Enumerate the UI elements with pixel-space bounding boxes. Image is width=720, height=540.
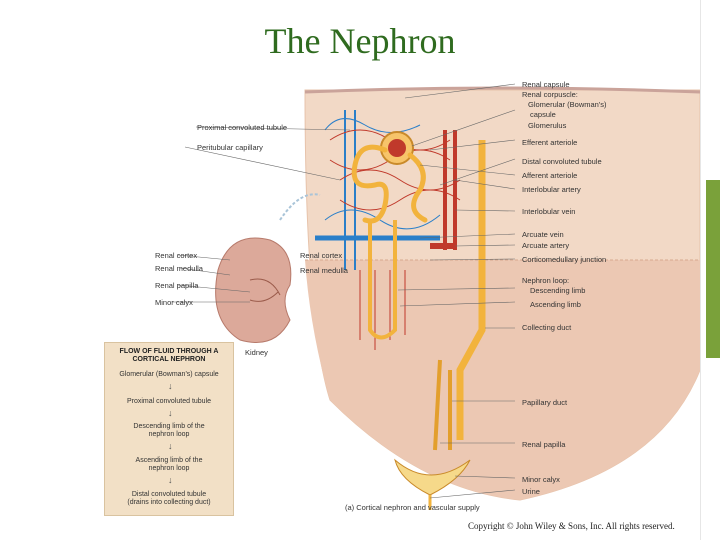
- flow-step-proximal: Proximal convoluted tubule: [126, 398, 212, 405]
- flow-step-descending: Descending limb of the: [133, 423, 205, 430]
- label-urine: Urine: [522, 487, 540, 496]
- label-renal-corpuscle: Renal corpuscle:: [522, 90, 578, 99]
- flow-step-descending-2: nephron loop: [148, 431, 190, 438]
- collecting-duct: [456, 140, 486, 440]
- papillary-duct: [433, 359, 452, 451]
- kidney-icon: [215, 237, 292, 343]
- label-renal-cortex-left: Renal cortex: [155, 251, 198, 260]
- label-renal-medulla-inner: Renal medulla: [300, 266, 348, 275]
- flow-arrow-1: ↓: [168, 381, 173, 391]
- interlobular-vein: [344, 110, 356, 270]
- slide-edge-rule: [700, 0, 701, 540]
- label-descending-limb: Descending limb: [530, 286, 586, 295]
- label-afferent-arteriole: Afferent arteriole: [522, 171, 578, 180]
- label-proximal-tubule: Proximal convoluted tubule: [197, 123, 288, 132]
- interlobular-artery: [443, 130, 457, 250]
- flow-step-distal-2: (drains into collecting duct): [127, 499, 211, 506]
- label-papillary-duct: Papillary duct: [522, 398, 568, 407]
- label-nephron-loop: Nephron loop:: [522, 276, 570, 285]
- label-interlobular-vein: Interlobular vein: [522, 207, 576, 216]
- flow-step-distal: Distal convoluted tubule: [131, 491, 207, 498]
- label-renal-papilla-right: Renal papilla: [522, 440, 566, 449]
- accent-bar: [706, 180, 720, 358]
- label-kidney: Kidney: [245, 348, 268, 357]
- label-renal-medulla-left: Renal medulla: [155, 264, 203, 273]
- nephron-loop-descending: [368, 220, 397, 340]
- flow-title-line2: CORTICAL NEPHRON: [132, 356, 206, 363]
- label-corticomedullary-junction: Corticomedullary junction: [522, 255, 607, 264]
- label-renal-papilla-left: Renal papilla: [155, 281, 199, 290]
- flow-title: FLOW OF FLUID THROUGH A CORTICAL NEPHRON: [105, 348, 233, 364]
- flow-arrow-2: ↓: [168, 408, 173, 418]
- label-arcuate-artery: Arcuate artery: [522, 241, 570, 250]
- medulla-tissue: [305, 260, 700, 500]
- slide-title: The Nephron: [264, 21, 456, 61]
- label-efferent-arteriole: Efferent arteriole: [522, 138, 578, 147]
- flow-title-line1: FLOW OF FLUID THROUGH A: [119, 348, 219, 355]
- label-ascending-limb: Ascending limb: [530, 300, 581, 309]
- label-capsule: capsule: [530, 110, 556, 119]
- label-peritubular-capillary: Peritubular capillary: [197, 143, 263, 152]
- label-renal-capsule: Renal capsule: [522, 80, 570, 89]
- flow-arrow-3: ↓: [168, 441, 173, 451]
- flow-box: FLOW OF FLUID THROUGH A CORTICAL NEPHRON…: [104, 342, 234, 516]
- label-glomerular-capsule: Glomerular (Bowman's): [528, 100, 607, 109]
- flow-step-ascending: Ascending limb of the: [135, 457, 203, 464]
- label-collecting-duct: Collecting duct: [522, 323, 572, 332]
- glomerulus: [388, 139, 406, 157]
- figure-caption: (a) Cortical nephron and vascular supply: [345, 503, 480, 512]
- label-arcuate-vein: Arcuate vein: [522, 230, 564, 239]
- label-minor-calyx-right: Minor calyx: [522, 475, 560, 484]
- label-renal-cortex-inner: Renal cortex: [300, 251, 343, 260]
- minor-calyx: [394, 458, 471, 496]
- label-interlobular-artery: Interlobular artery: [522, 185, 581, 194]
- flow-arrow-4: ↓: [168, 475, 173, 485]
- convoluted-tubules: [351, 144, 428, 224]
- label-distal-tubule: Distal convoluted tubule: [522, 157, 602, 166]
- copyright: Copyright © John Wiley & Sons, Inc. All …: [468, 521, 675, 531]
- flow-step-ascending-2: nephron loop: [148, 465, 190, 472]
- flow-step-capsule: Glomerular (Bowman's) capsule: [119, 371, 219, 378]
- label-glomerulus: Glomerulus: [528, 121, 567, 130]
- nephron-illustration: [172, 83, 700, 510]
- label-minor-calyx-left: Minor calyx: [155, 298, 193, 307]
